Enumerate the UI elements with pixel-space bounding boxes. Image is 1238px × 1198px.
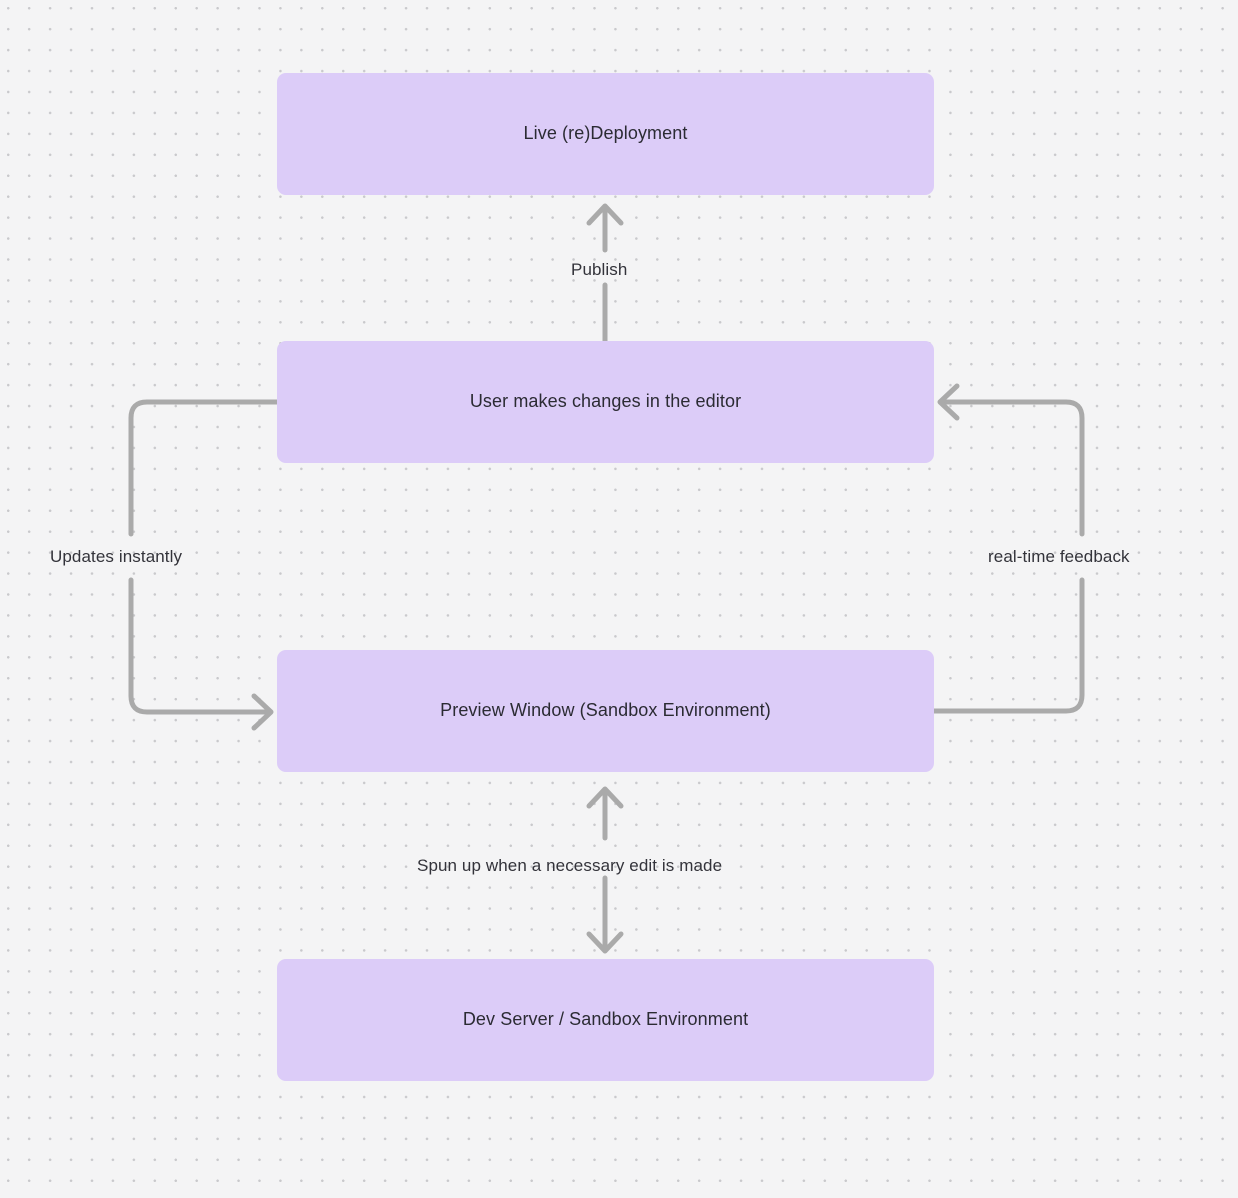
edge-label-spun-up: Spun up when a necessary edit is made xyxy=(417,856,723,875)
edge-label-real-time-feedback: real-time feedback xyxy=(988,547,1130,566)
node-label: Preview Window (Sandbox Environment) xyxy=(440,700,771,721)
node-user-makes-changes[interactable]: User makes changes in the editor xyxy=(277,341,934,463)
node-label: Live (re)Deployment xyxy=(523,123,688,144)
node-label: Dev Server / Sandbox Environment xyxy=(462,1009,749,1030)
edge-label-publish: Publish xyxy=(571,260,628,279)
node-live-redeployment[interactable]: Live (re)Deployment xyxy=(277,73,934,195)
edge-label-updates-instantly: Updates instantly xyxy=(50,547,183,566)
node-dev-server[interactable]: Dev Server / Sandbox Environment xyxy=(277,959,934,1081)
node-label: User makes changes in the editor xyxy=(469,391,742,412)
node-preview-window[interactable]: Preview Window (Sandbox Environment) xyxy=(277,650,934,772)
